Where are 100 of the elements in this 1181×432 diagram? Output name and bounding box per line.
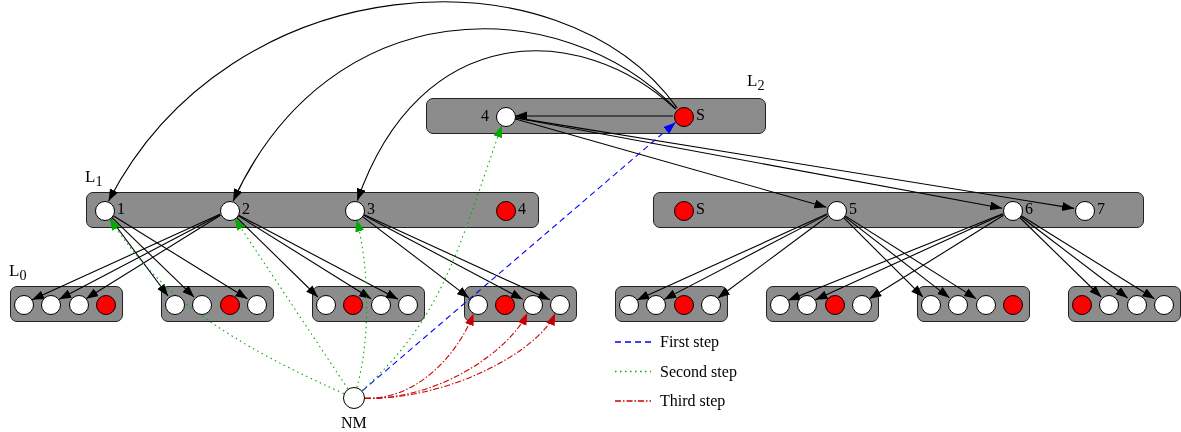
- arrow: [361, 121, 676, 392]
- arrow: [514, 111, 674, 121]
- node-circle: [827, 201, 847, 221]
- arrow: [236, 214, 372, 300]
- layer-panel: [653, 192, 1144, 228]
- node-circle: [1075, 201, 1095, 221]
- arrow: [110, 216, 195, 298]
- layer-panel: [917, 286, 1030, 322]
- node-circle: [549, 295, 570, 315]
- arrow: [636, 213, 828, 301]
- node-circle: [1126, 295, 1147, 315]
- arrow: [361, 215, 470, 299]
- node-circle: [1003, 201, 1023, 221]
- node-circle: [68, 295, 89, 315]
- node-circle: [370, 295, 391, 315]
- node-circle: [619, 295, 639, 315]
- node-circle: [770, 295, 790, 315]
- node-circle: [220, 201, 240, 221]
- node-circle: [496, 107, 516, 127]
- node-circle: [673, 295, 694, 315]
- node-label: 2: [242, 201, 250, 217]
- node-circle: [975, 295, 996, 315]
- node-label: S: [696, 107, 705, 123]
- node-circle: [495, 295, 516, 315]
- node-label: 7: [1097, 201, 1105, 217]
- node-circle: [1002, 295, 1023, 315]
- node-circle: [674, 107, 694, 127]
- node-circle: [41, 295, 62, 315]
- node-circle: [468, 295, 488, 315]
- node-circle: [1099, 295, 1120, 315]
- arrow: [514, 118, 827, 209]
- node-circle: [316, 295, 336, 315]
- arrow: [85, 214, 222, 300]
- arrow: [362, 213, 551, 301]
- arrow: [843, 215, 950, 299]
- node-circle: [397, 295, 418, 315]
- legend-text: Second step: [660, 363, 737, 380]
- node-label: 1: [117, 201, 125, 217]
- layer-panel: [615, 286, 728, 322]
- layer-panel: [464, 286, 577, 322]
- arrow: [1019, 215, 1129, 299]
- arrow: [232, 28, 677, 202]
- node-circle: [246, 295, 267, 315]
- arrow: [237, 214, 399, 300]
- layer-label: L$_{2}$: [747, 72, 765, 93]
- node-circle: [797, 295, 818, 315]
- arrow: [843, 214, 977, 300]
- layer-panel: [312, 286, 425, 322]
- node-circle: [496, 201, 516, 221]
- node-label: NM: [341, 415, 367, 431]
- arrow: [842, 216, 924, 298]
- node-circle: [646, 295, 667, 315]
- node-label: 5: [849, 201, 857, 217]
- node-circle: [343, 387, 365, 409]
- node-label: 4: [518, 201, 526, 217]
- node-label: 6: [1025, 201, 1033, 217]
- arrow: [354, 219, 368, 388]
- arrow: [868, 214, 1005, 300]
- arrow: [1019, 214, 1155, 300]
- node-label: S: [696, 201, 705, 217]
- node-circle: [165, 295, 185, 315]
- arrow: [663, 214, 828, 300]
- arrow: [234, 217, 349, 390]
- arrow: [108, 217, 345, 395]
- arrow: [356, 50, 677, 202]
- arrow: [108, 1, 678, 202]
- node-circle: [192, 295, 213, 315]
- layer-panel: [86, 192, 539, 228]
- arrow: [111, 214, 248, 300]
- legend-text: First step: [660, 334, 720, 350]
- legend-text: Third step: [660, 393, 726, 409]
- node-circle: [14, 295, 34, 315]
- node-circle: [345, 201, 365, 221]
- arrow: [31, 213, 221, 301]
- node-circle: [1072, 295, 1092, 315]
- arrow: [1018, 216, 1102, 298]
- layer-panel: [161, 286, 274, 322]
- node-circle: [95, 201, 115, 221]
- layer-panel: [766, 286, 879, 322]
- arrow: [235, 216, 319, 298]
- node-circle: [824, 295, 845, 315]
- node-circle: [674, 201, 694, 221]
- arrow: [717, 215, 829, 299]
- node-label: 3: [367, 201, 375, 217]
- arrow: [362, 214, 524, 300]
- layer-label: L$_{0}$: [9, 262, 27, 283]
- node-circle: [343, 295, 364, 315]
- node-circle: [522, 295, 543, 315]
- layer-panel: [426, 98, 766, 134]
- node-circle: [1153, 295, 1174, 315]
- layer-panel: [1068, 286, 1181, 322]
- arrow: [58, 214, 221, 300]
- layer-label: L$_{1}$: [85, 168, 103, 189]
- node-circle: [219, 295, 240, 315]
- node-circle: [948, 295, 969, 315]
- node-circle: [921, 295, 941, 315]
- node-circle: [95, 295, 116, 315]
- layer-panel: [10, 286, 123, 322]
- node-circle: [700, 295, 721, 315]
- node-circle: [851, 295, 872, 315]
